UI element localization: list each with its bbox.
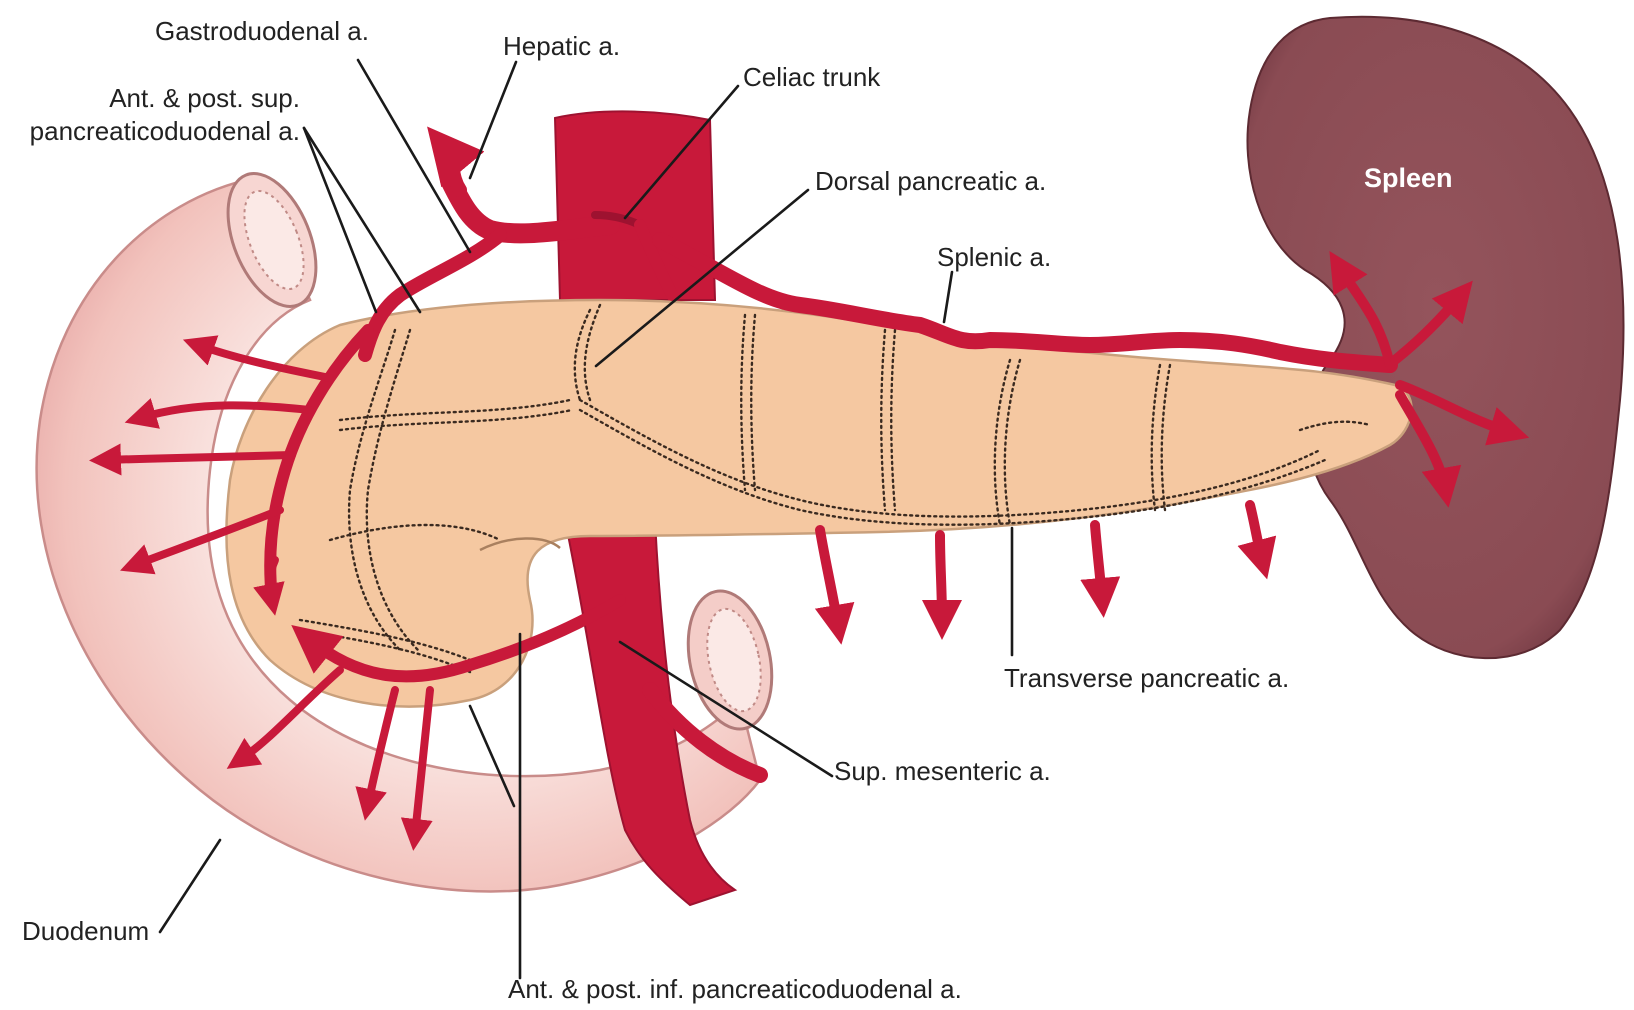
label-duodenum: Duodenum (22, 916, 149, 946)
label-dorsal-pancreatic: Dorsal pancreatic a. (815, 166, 1046, 196)
label-celiac: Celiac trunk (743, 62, 881, 92)
leader-duodenum (160, 840, 220, 932)
label-spleen: Spleen (1364, 163, 1453, 193)
label-hepatic: Hepatic a. (503, 31, 620, 61)
label-sup-mesenteric: Sup. mesenteric a. (834, 756, 1051, 786)
spleen-body (1247, 17, 1623, 658)
leader-hepatic (470, 62, 516, 178)
label-inf-pd: Ant. & post. inf. pancreaticoduodenal a. (508, 974, 962, 1004)
label-sup-pd-line1: Ant. & post. sup. (109, 83, 300, 113)
pancreas-body (226, 300, 1411, 707)
label-gastroduodenal: Gastroduodenal a. (155, 16, 369, 46)
spleen (1247, 17, 1623, 658)
label-transverse-pancreatic: Transverse pancreatic a. (1004, 663, 1289, 693)
leader-sup-pd-2 (304, 128, 420, 312)
leader-splenic (944, 272, 952, 322)
label-splenic: Splenic a. (937, 242, 1051, 272)
label-sup-pd-line2: pancreaticoduodenal a. (30, 116, 300, 146)
pancreas (226, 300, 1411, 707)
